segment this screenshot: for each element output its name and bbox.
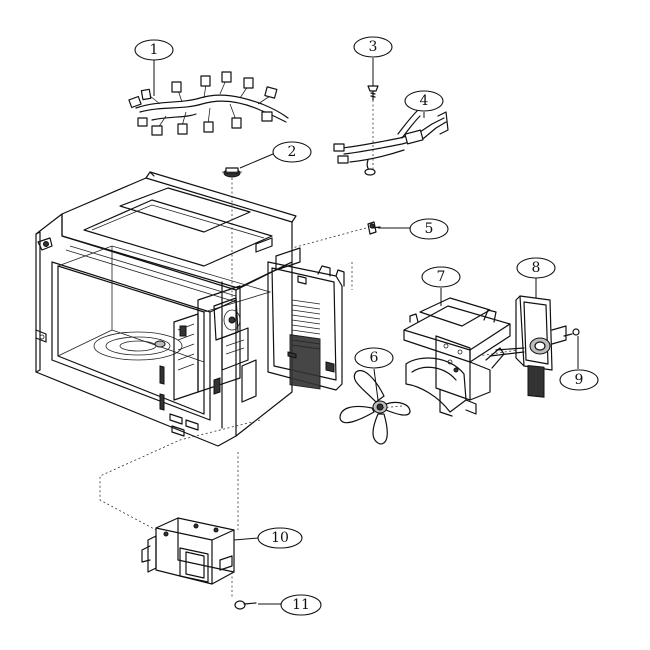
callout-10: 10 <box>233 527 303 549</box>
callout-7: 7 <box>421 266 461 306</box>
transformer <box>141 517 235 585</box>
callout-7-label: 7 <box>437 269 446 285</box>
callout-6: 6 <box>354 347 394 401</box>
callout-3-label: 3 <box>369 39 378 55</box>
callout-2: 2 <box>239 141 312 169</box>
callout-3: 3 <box>353 36 393 86</box>
callout-2-label: 2 <box>288 144 297 160</box>
callout-8-label: 8 <box>532 260 541 276</box>
screw-3 <box>367 85 379 101</box>
callout-11-label: 11 <box>292 597 310 613</box>
screw-9 <box>563 328 580 337</box>
screw-11 <box>234 600 257 610</box>
wire-harness <box>128 71 289 136</box>
fan-motor-bracket <box>403 297 511 417</box>
callout-5-label: 5 <box>425 221 434 237</box>
callout-5: 5 <box>378 218 449 240</box>
power-cord <box>333 105 449 176</box>
callout-10-label: 10 <box>271 530 289 546</box>
fan-blade <box>339 370 411 445</box>
callout-4: 4 <box>404 90 444 118</box>
callout-6-label: 6 <box>370 350 379 366</box>
callout-8: 8 <box>516 257 556 298</box>
callout-1-label: 1 <box>150 42 159 58</box>
thermostat <box>222 167 242 178</box>
assembly-lines <box>99 100 573 598</box>
vent-grille <box>291 299 321 350</box>
callout-11: 11 <box>258 594 322 616</box>
callout-9: 9 <box>559 336 599 391</box>
screw-5 <box>367 221 381 235</box>
side-panel <box>267 261 345 391</box>
fan-motor <box>489 295 567 398</box>
oven-cavity-chassis <box>35 171 301 447</box>
callout-9-label: 9 <box>575 372 584 388</box>
callout-1: 1 <box>134 39 174 96</box>
callout-4-label: 4 <box>420 93 429 109</box>
